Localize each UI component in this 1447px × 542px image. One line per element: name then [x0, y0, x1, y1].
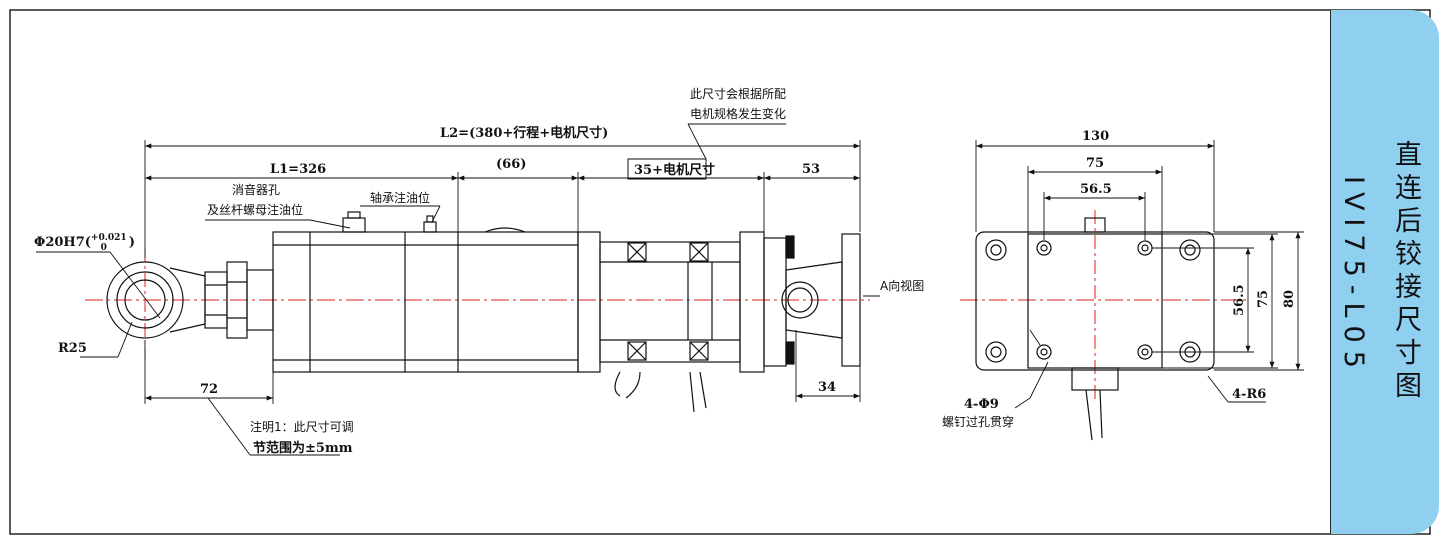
motor-screw-holes: [1036, 240, 1153, 360]
title-panel: [1330, 10, 1439, 534]
view-a-label: A向视图: [880, 278, 924, 293]
dim-L1: L1=326: [270, 162, 326, 177]
side-dimensions: [36, 123, 880, 456]
bearing-oil-fitting: [423, 221, 437, 233]
model-code: IVI75-L05: [1338, 176, 1369, 376]
muffler-note-1: 消音器孔: [232, 182, 280, 197]
side-view: [85, 211, 870, 413]
dim-72: 72: [200, 382, 218, 397]
holes-note: 螺钉过孔贯穿: [942, 414, 1014, 429]
rod-eye-inner: [116, 271, 174, 329]
end-dimensions: [975, 140, 1304, 409]
rod-eye-outer: [106, 261, 184, 339]
rod-eye-bore: [124, 279, 166, 321]
dim-80: 80: [1282, 290, 1297, 308]
adjust-note-2: 节范围为±5mm: [253, 440, 353, 456]
dim-56-5-horizontal: 56.5: [1080, 182, 1112, 197]
rear-clevis-pin: [781, 281, 819, 319]
dim-corner-radius: 4-R6: [1232, 387, 1266, 402]
drawing-title: 直连后铰接尺寸图: [1390, 140, 1421, 404]
end-view: [960, 210, 1250, 441]
dim-L2: L2=(380+行程+电机尺寸): [440, 125, 608, 141]
bearing-oil-note: 轴承注油位: [370, 190, 430, 205]
adjust-note-1: 注明1：此尺寸可调: [250, 419, 354, 434]
dim-34: 34: [818, 380, 836, 395]
motor-note-2: 电机规格发生变化: [690, 106, 786, 121]
dim-motor: 35+电机尺寸: [634, 162, 715, 178]
end-flange: [975, 231, 1215, 371]
muffler-note-2: 及丝杆螺母注油位: [207, 202, 303, 217]
corner-holes: [985, 239, 1201, 363]
dim-130: 130: [1082, 129, 1109, 144]
dim-53: 53: [802, 162, 820, 177]
dim-75-horizontal: 75: [1086, 156, 1104, 171]
dim-holes: 4-Φ9: [964, 397, 999, 412]
dim-75-vertical: 75: [1256, 290, 1271, 308]
motor-note-1: 此尺寸会根据所配: [690, 87, 786, 101]
cylinder-body: [272, 231, 579, 373]
dim-R25: R25: [58, 341, 87, 356]
muffler-fitting: [342, 217, 366, 233]
dim-66: (66): [496, 157, 526, 172]
dim-56-5-vertical: 56.5: [1232, 284, 1247, 316]
